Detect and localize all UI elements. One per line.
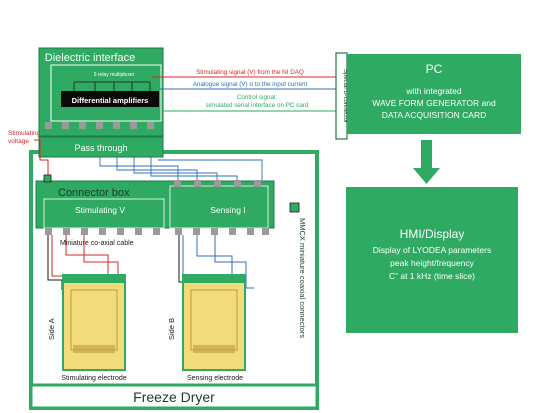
sensing-electrode (182, 274, 246, 371)
coax-cable-label: Miniature co-axial cable (60, 240, 134, 247)
control-signal-label-2: simulated serial interface on PC card (206, 102, 309, 109)
hmi-line-2: peak height/frequency (390, 258, 474, 268)
dielectric-interface-title: Dielectric interface (45, 52, 135, 64)
freeze-dryer-frame: Freeze Dryer (29, 150, 319, 410)
hmi-box: HMI/Display Display of LYODEA parameters… (346, 187, 518, 333)
interface-sockets (45, 122, 154, 129)
d-connector: Special D-connector (335, 52, 348, 140)
pc-title: PC (426, 62, 443, 76)
relay-switches (73, 81, 151, 91)
relay-multiplexer-label: 5 relay multiplexer (94, 72, 135, 78)
hmi-title: HMI/Display (400, 227, 465, 241)
stimulating-voltage-line (34, 139, 49, 175)
signal-lines (152, 76, 336, 112)
freeze-dryer-label: Freeze Dryer (133, 389, 215, 405)
side-a-label: Side A (47, 318, 56, 340)
d-connector-label: Special D-connector (342, 69, 348, 123)
connector-sensing-label: Sensing I (210, 205, 245, 215)
hmi-line-3: C” at 1 kHz (time slice) (389, 271, 475, 281)
mmcx-label: MMCX miniature coaxial connectors (298, 218, 307, 338)
connector-box-sockets (43, 174, 269, 235)
stimulating-voltage-label-2: voltage (8, 138, 29, 145)
analogue-signal-label: Analogue signal (V) α to the input curre… (193, 81, 308, 88)
differential-amplifiers-label: Differential amplifiers (72, 96, 149, 105)
pass-through-label: Pass through (74, 143, 127, 153)
control-signal-label-1: Control signal: (237, 94, 278, 101)
sensing-electrode-label: Sensing electrode (187, 375, 243, 382)
stimulating-electrode (62, 274, 126, 371)
pc-line-3: DATA ACQUISITION CARD (382, 110, 487, 120)
mmcx-legend-icon (289, 202, 300, 213)
sensing-wires-top (99, 157, 263, 180)
pc-box: PC with integrated WAVE FORM GENERATOR a… (347, 54, 521, 134)
pass-through-box: Pass through (38, 136, 164, 158)
dielectric-interface-box: Dielectric interface 5 relay multiplexer… (38, 47, 164, 137)
pc-line-1: with integrated (405, 86, 462, 96)
stimulating-electrode-label: Stimulating electrode (61, 375, 126, 382)
pc-line-2: WAVE FORM GENERATOR and (372, 98, 496, 108)
down-arrow-icon (413, 140, 440, 184)
side-b-label: Side B (167, 318, 176, 340)
connector-box-title: Connector box (58, 187, 130, 199)
connector-stimulating-label: Stimulating V (75, 205, 125, 215)
hmi-line-1: Display of LYODEA parameters (373, 245, 491, 255)
connector-box: Connector box Stimulating V Sensing I (35, 180, 275, 229)
stimulating-voltage-label-1: Stimulating (8, 130, 41, 137)
stimulating-signal-label: Stimulating signal (V) from the NI DAQ (196, 69, 304, 76)
